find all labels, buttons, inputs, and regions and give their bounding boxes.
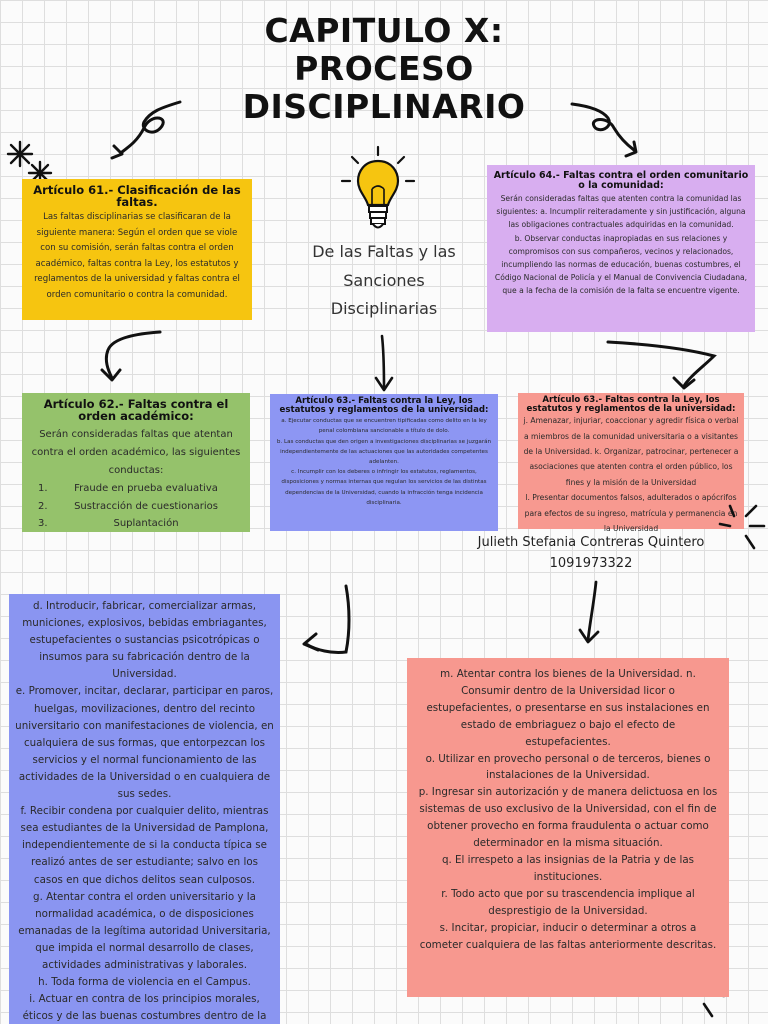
arrow-icon <box>606 340 717 390</box>
author-name: Julieth Stefania Contreras Quintero <box>477 535 705 550</box>
faltas-m-to-s-text: m. Atentar contra los bienes de la Unive… <box>418 668 718 951</box>
title-line-1: CAPITULO X: <box>264 11 504 50</box>
faltas-m-to-s-card: m. Atentar contra los bienes de la Unive… <box>407 658 729 997</box>
list-text: Fraude en prueba evaluativa <box>74 483 218 494</box>
article-64-text: Serán consideradas faltas que atenten co… <box>494 194 748 296</box>
lightbulb-icon <box>340 145 416 229</box>
faltas-d-to-i-text: d. Introducir, fabricar, comercializar a… <box>15 600 274 1023</box>
list-item: 3. Suplantación <box>30 515 242 533</box>
arrow-icon <box>570 102 638 158</box>
list-text: Suplantación <box>113 518 179 529</box>
arrow-icon <box>302 584 351 654</box>
list-item: 2. Sustracción de cuestionarios <box>30 498 242 516</box>
article-61-heading: Artículo 61.- Clasificación de las falta… <box>33 183 241 209</box>
list-number: 1. <box>38 483 48 494</box>
list-item: 1. Fraude en prueba evaluativa <box>30 480 242 498</box>
article-63a-card: Artículo 63.- Faltas contra la Ley, los … <box>270 394 498 531</box>
title-line-2: PROCESO <box>294 49 474 88</box>
article-63a-text: a. Ejecutar conductas que se encuentren … <box>276 418 492 506</box>
article-63b-card: Artículo 63.- Faltas contra la Ley, los … <box>518 393 744 533</box>
subtitle: De las Faltas y las Sanciones Disciplina… <box>312 242 456 318</box>
faltas-d-to-i-card: d. Introducir, fabricar, comercializar a… <box>9 594 280 1024</box>
article-63a-heading: Artículo 63.- Faltas contra la Ley, los … <box>279 396 489 415</box>
list-number: 3. <box>38 518 48 529</box>
article-64-heading: Artículo 64.- Faltas contra el orden com… <box>493 170 749 191</box>
article-62-heading: Artículo 62.- Faltas contra el orden aca… <box>43 397 229 423</box>
title-line-3: DISCIPLINARIO <box>242 87 526 126</box>
sparkle-icon <box>718 504 766 550</box>
arrow-icon <box>374 334 394 392</box>
arrow-icon <box>578 580 600 644</box>
article-63b-text: j. Amenazar, injuriar, coaccionar y agre… <box>523 416 739 534</box>
page-title: CAPITULO X: PROCESO DISCIPLINARIO <box>184 12 584 126</box>
author-id: 1091973322 <box>549 556 633 571</box>
article-62-card: Artículo 62.- Faltas contra el orden aca… <box>22 393 250 532</box>
arrow-icon <box>100 330 162 382</box>
article-61-text: Las faltas disciplinarias se clasificara… <box>34 212 240 300</box>
article-62-list: 1. Fraude en prueba evaluativa 2. Sustracc… <box>30 480 242 533</box>
article-64-card: Artículo 64.- Faltas contra el orden com… <box>487 165 755 332</box>
article-63b-heading: Artículo 63.- Faltas contra la Ley, los … <box>526 395 736 414</box>
arrow-icon <box>110 100 182 160</box>
article-62-intro: Serán consideradas faltas que atentan co… <box>31 429 241 476</box>
article-61-card: Artículo 61.- Clasificación de las falta… <box>22 179 252 320</box>
list-text: Sustracción de cuestionarios <box>74 500 218 512</box>
author-credit: Julieth Stefania Contreras Quintero 1091… <box>456 532 726 574</box>
list-number: 2. <box>38 500 48 512</box>
